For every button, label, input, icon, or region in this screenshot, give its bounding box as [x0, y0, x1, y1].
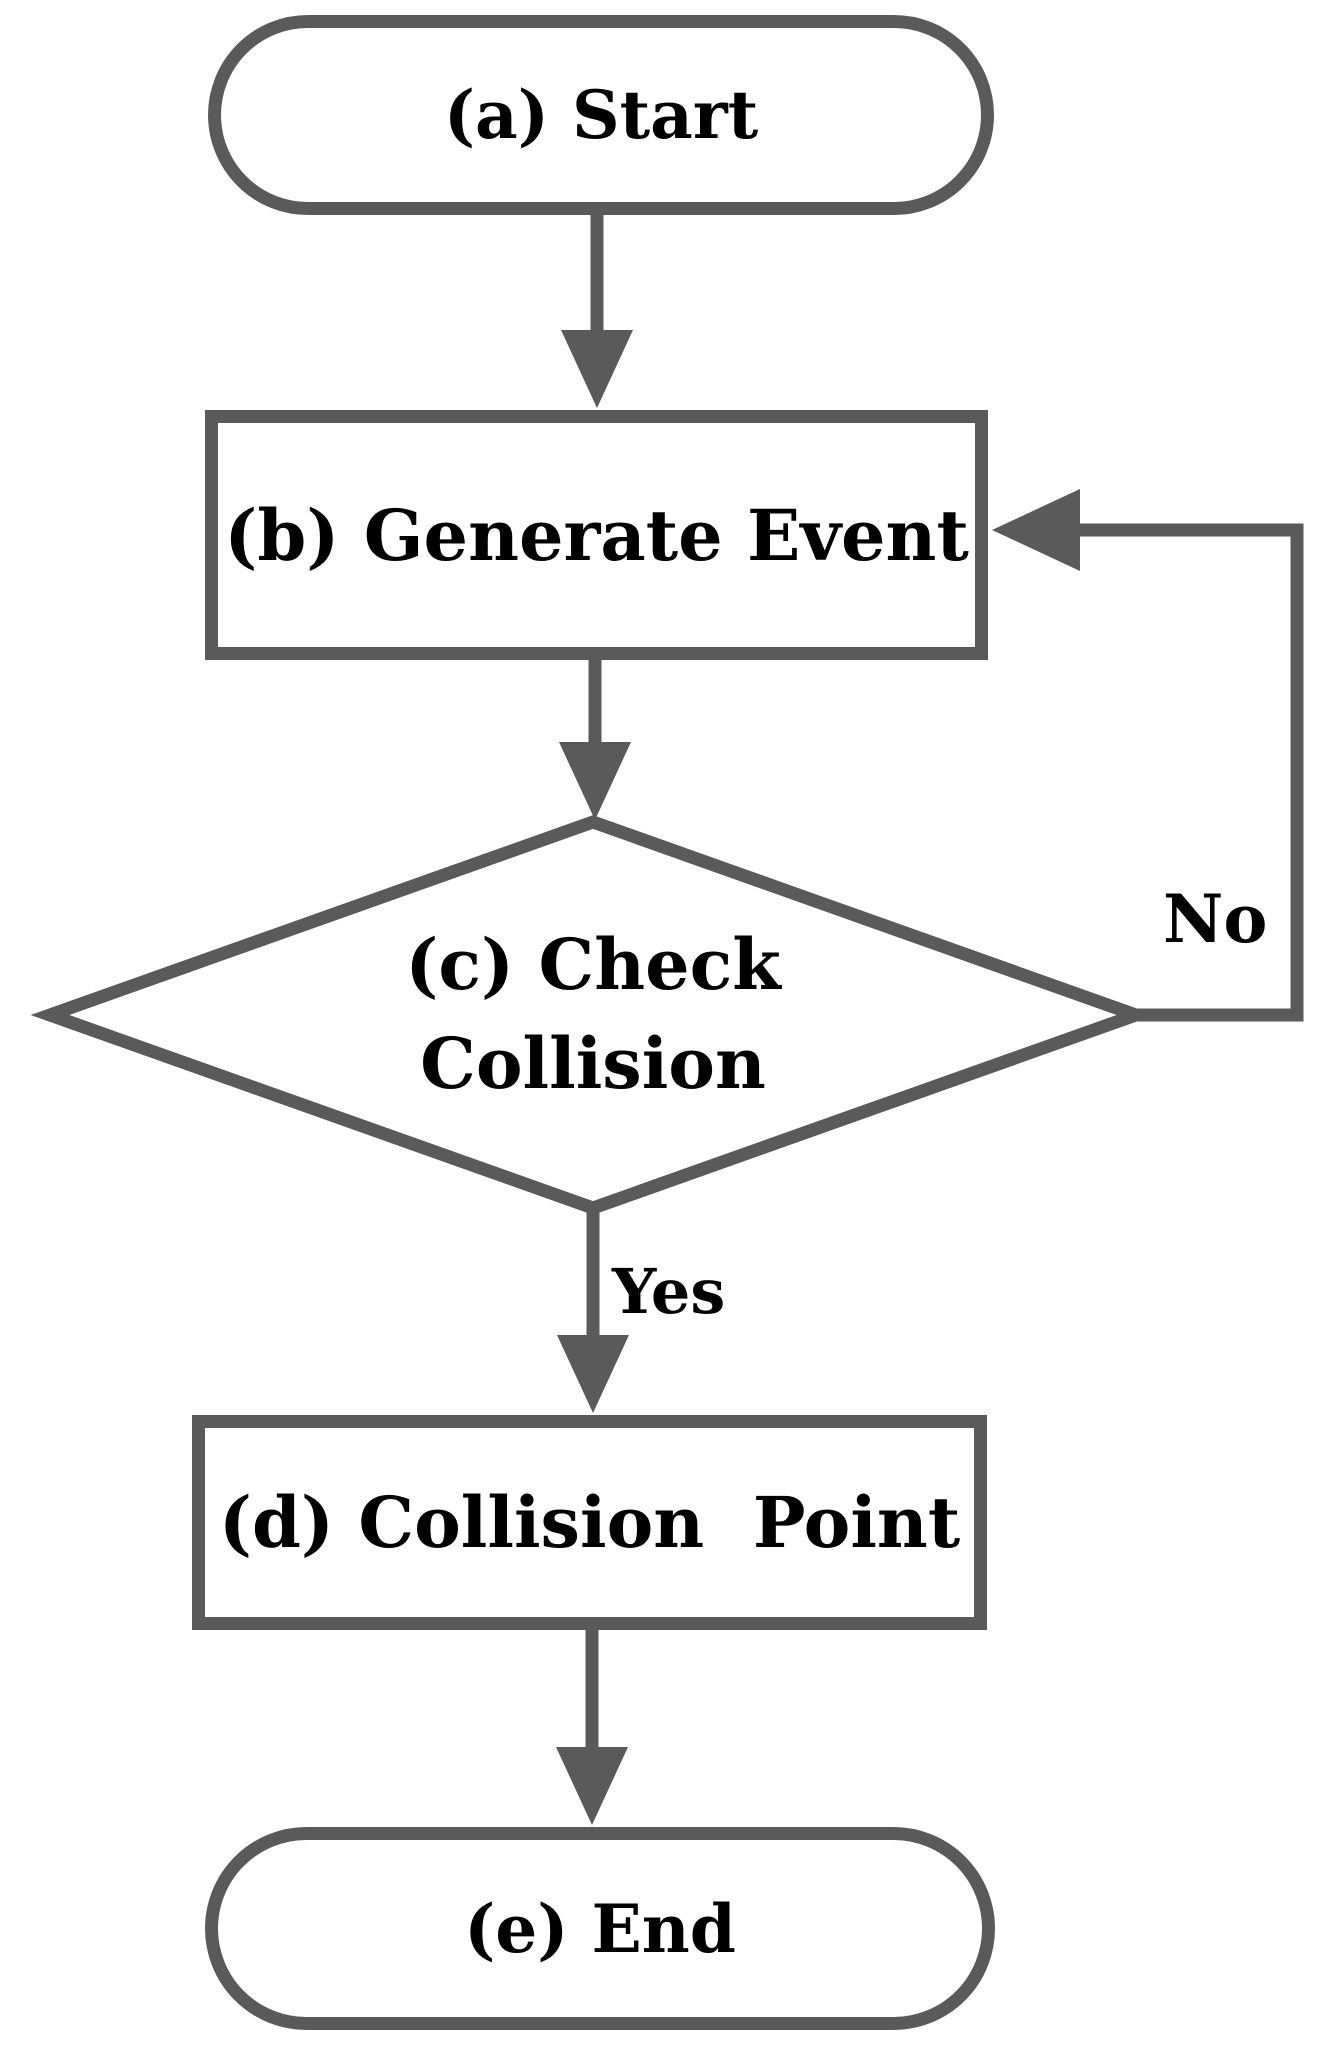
arrow-generate-to-check-head	[559, 742, 631, 820]
arrow-start-to-generate-head	[561, 330, 633, 408]
arrow-collision-to-end-head	[556, 1747, 628, 1825]
start-node-label: (a) Start	[443, 76, 759, 154]
arrow-no-loop-line	[1078, 523, 1304, 1022]
generate-event-node: (b) Generate Event	[205, 410, 988, 660]
end-node-label: (e) End	[464, 1889, 736, 1968]
check-collision-node-label: (c) Check Collision	[293, 915, 893, 1114]
generate-event-node-label: (b) Generate Event	[224, 493, 969, 577]
start-node: (a) Start	[208, 15, 994, 215]
arrow-no-loop-head	[992, 489, 1080, 571]
collision-point-node-label: (d) Collision Point	[218, 1481, 961, 1564]
check-collision-label-line1: (c) Check	[405, 923, 781, 1006]
end-node: (e) End	[205, 1827, 995, 2030]
no-edge-label: No	[1163, 880, 1268, 958]
collision-point-node: (d) Collision Point	[192, 1415, 987, 1630]
check-collision-label-line2: Collision	[420, 1022, 766, 1106]
yes-edge-label: Yes	[612, 1255, 726, 1328]
arrow-yes-head	[557, 1335, 629, 1413]
